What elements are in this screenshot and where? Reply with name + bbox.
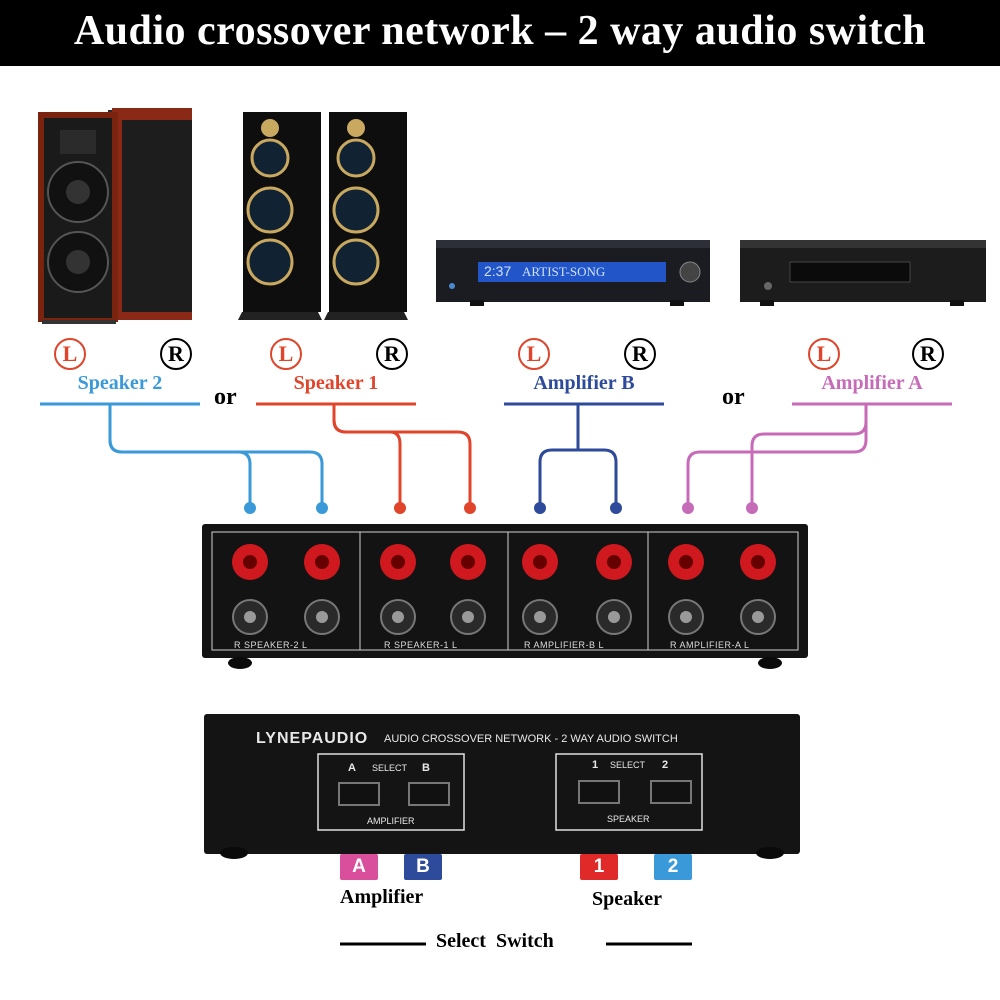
amp-select-b: B (422, 762, 430, 774)
amp-display-text: ARTIST-SONG (522, 264, 606, 279)
rear-label-speaker-2: R SPEAKER-2 L (234, 640, 308, 650)
amplifier-a-right-marker: R (912, 338, 944, 370)
amplifier-a-wires (686, 402, 952, 505)
badge-amplifier-b: B (404, 854, 442, 880)
or-separator-speakers: or (214, 384, 237, 410)
speaker-1-right-marker: R (376, 338, 408, 370)
amplifier-a-left-marker: L (808, 338, 840, 370)
amplifier-a-device-image (740, 240, 986, 306)
rear-label-amplifier-a: R AMPLIFIER-A L (670, 640, 750, 650)
amp-select-a: A (348, 762, 356, 774)
speaker-select-2-button[interactable] (650, 780, 692, 804)
badge-amplifier-a: A (340, 854, 378, 880)
amp-display-time: 2:37 (484, 263, 512, 279)
amplifier-b-label: Amplifier B (533, 372, 635, 394)
badge-speaker-1: 1 (580, 854, 618, 880)
speaker-1-wires (256, 402, 472, 505)
speaker-select-1-button[interactable] (578, 780, 620, 804)
footer-caption: Select Switch (436, 930, 554, 952)
speaker-2-left-marker: L (54, 338, 86, 370)
wood-speaker-pair-image (38, 108, 192, 324)
speaker-box-caption: SPEAKER (604, 814, 653, 824)
speaker-select-1: 1 (592, 759, 599, 771)
amplifier-b-left-marker: L (518, 338, 550, 370)
speaker-select-caption: Speaker (592, 888, 662, 910)
rear-label-speaker-1: R SPEAKER-1 L (384, 640, 458, 650)
amplifier-select-caption: Amplifier (340, 886, 424, 908)
amplifier-select-b-button[interactable] (408, 782, 450, 806)
amplifier-b-right-marker: R (624, 338, 656, 370)
binding-posts (232, 544, 776, 635)
amp-box-caption: AMPLIFIER (364, 816, 418, 826)
speaker-2-wires (40, 402, 324, 505)
amplifier-b-device-image (436, 240, 710, 306)
page-title: Audio crossover network – 2 way audio sw… (0, 0, 1000, 66)
amplifier-b-wires (504, 402, 664, 505)
brand-logo: LYNEPAUDIO (256, 730, 369, 747)
or-separator-amplifiers: or (722, 384, 745, 410)
tower-speaker-pair-image (238, 112, 408, 320)
rear-label-amplifier-b: R AMPLIFIER-B L (524, 640, 605, 650)
speaker-select-label: SELECT (610, 760, 646, 770)
speaker-2-right-marker: R (160, 338, 192, 370)
speaker-2-label: Speaker 2 (77, 372, 163, 394)
amplifier-a-label: Amplifier A (821, 372, 923, 394)
speaker-select-2: 2 (662, 759, 669, 771)
amplifier-select-a-button[interactable] (338, 782, 380, 806)
rear-panel (202, 524, 808, 669)
amp-select-label: SELECT (372, 763, 408, 773)
model-name: AUDIO CROSSOVER NETWORK - 2 WAY AUDIO SW… (384, 733, 678, 745)
speaker-1-left-marker: L (270, 338, 302, 370)
speaker-1-label: Speaker 1 (293, 372, 379, 394)
badge-speaker-2: 2 (654, 854, 692, 880)
